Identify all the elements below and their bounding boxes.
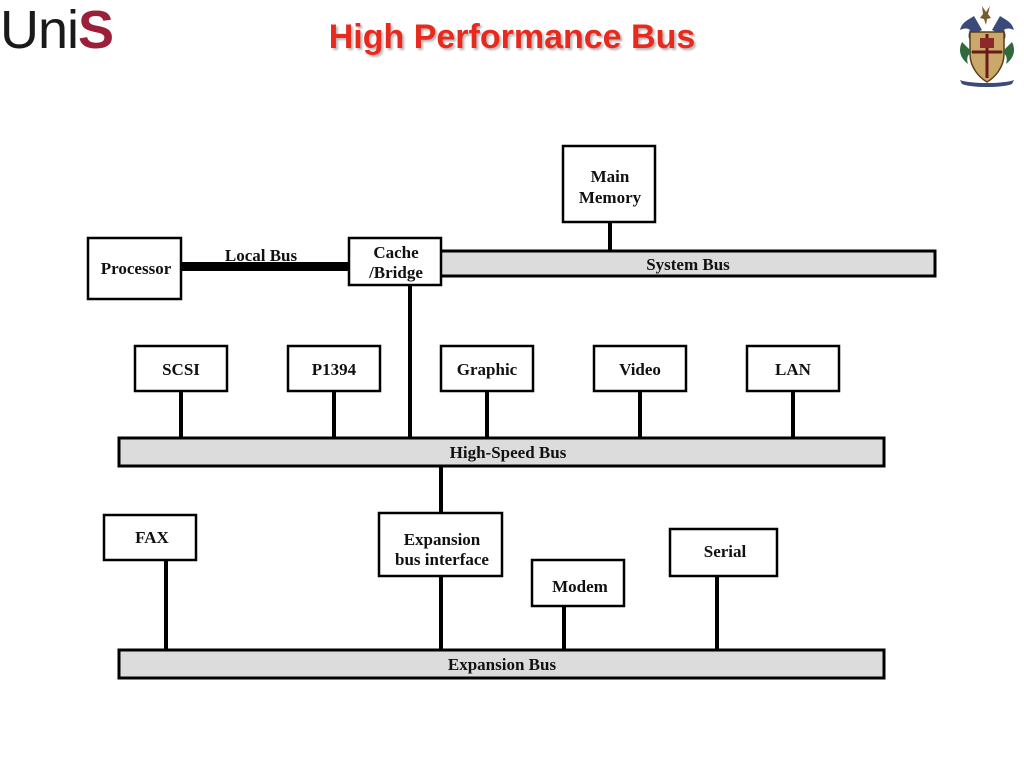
high-speed-bus-label: High-Speed Bus <box>450 443 567 462</box>
scsi-box <box>133 344 229 393</box>
serial-box <box>668 527 779 578</box>
system-bus <box>438 249 937 278</box>
main-memory-label-line2: Memory <box>579 188 642 207</box>
fax-box <box>102 513 198 562</box>
p1394-label: P1394 <box>312 360 357 379</box>
page-title: High Performance Bus <box>328 18 696 56</box>
cache-label-line1: Cache <box>373 243 419 262</box>
processor-box <box>86 236 183 301</box>
lan-label: LAN <box>775 360 812 379</box>
university-crest-icon <box>960 6 1014 87</box>
serial-label: Serial <box>704 542 747 561</box>
scsi-label: SCSI <box>162 360 200 379</box>
local-bus-label: Local Bus <box>225 246 298 265</box>
video-label: Video <box>619 360 661 379</box>
cache-bridge-box <box>347 236 443 287</box>
expansion-bus <box>117 648 886 680</box>
graphic-box <box>439 344 535 393</box>
high-speed-bus <box>117 436 886 468</box>
graphic-label: Graphic <box>457 360 518 379</box>
local-bus-line <box>181 262 349 271</box>
modem-label: Modem <box>552 577 608 596</box>
fax-label: FAX <box>135 528 169 547</box>
system-bus-label: System Bus <box>646 255 730 274</box>
logo-s-text: S <box>78 0 114 60</box>
unis-logo: UniS <box>0 0 114 60</box>
expansion-interface-label-line1: Expansion <box>404 530 481 549</box>
cache-label-line2: /Bridge <box>368 263 423 282</box>
logo-uni-text: Uni <box>0 0 79 60</box>
p1394-box <box>286 344 382 393</box>
main-memory-label-line1: Main <box>591 167 630 186</box>
main-memory-box <box>561 144 657 224</box>
video-box <box>592 344 688 393</box>
lan-box <box>745 344 841 393</box>
processor-label: Processor <box>101 259 172 278</box>
expansion-interface-box <box>377 511 504 578</box>
modem-box <box>530 558 626 608</box>
expansion-bus-label: Expansion Bus <box>448 655 557 674</box>
expansion-interface-label-line2: bus interface <box>395 550 489 569</box>
